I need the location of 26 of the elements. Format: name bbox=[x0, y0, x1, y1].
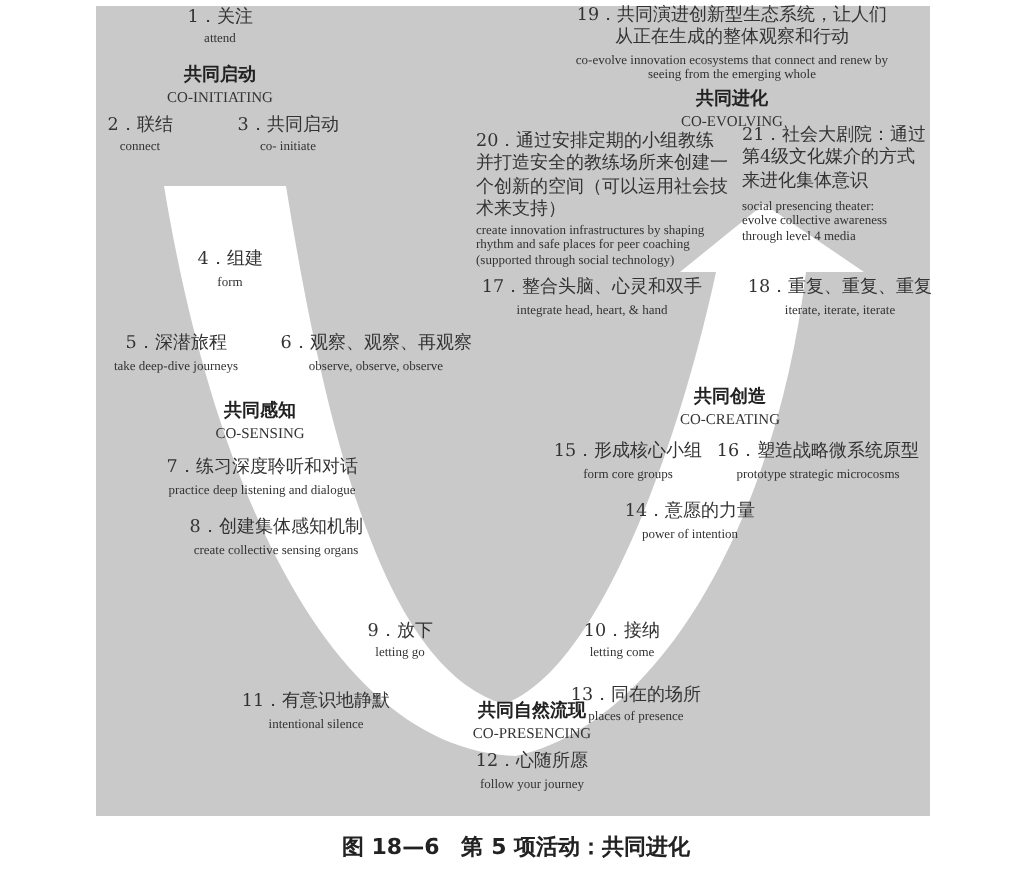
step-label: 7．练习深度聆听和对话 bbox=[166, 458, 358, 481]
step-label: 20．通过安排定期的小组教练并打造安全的教练场所来创建一个创新的空间（可以运用社会技术来支持） bbox=[476, 132, 730, 224]
stage-heading: 共同创造 bbox=[694, 388, 766, 409]
step-label: 4．组建 bbox=[197, 250, 263, 273]
figure-caption: 图 18—6 第 5 项活动：共同进化 bbox=[341, 832, 691, 862]
step-label: 14．意愿的力量 bbox=[624, 502, 756, 525]
step-label: 17．整合头脑、心灵和双手 bbox=[481, 278, 703, 301]
step-label: 9．放下 bbox=[367, 622, 433, 645]
step-label: 3．共同启动 bbox=[237, 116, 339, 139]
step-label: 11．有意识地静默 bbox=[241, 692, 391, 715]
step-label: 16．塑造战略微系统原型 bbox=[716, 442, 920, 465]
stage-heading: 共同感知 bbox=[224, 402, 296, 423]
step-label: 1．关注 bbox=[187, 8, 253, 31]
step-label: 12．心随所愿 bbox=[475, 752, 589, 775]
step-label: 19．共同演进创新型生态系统，让人们从正在生成的整体观察和行动 bbox=[574, 6, 890, 52]
step-label: 2．联结 bbox=[107, 116, 173, 139]
step-label: 8．创建集体感知机制 bbox=[189, 518, 363, 541]
stage-heading: 共同自然流现 bbox=[478, 702, 586, 723]
step-label: 6．观察、观察、再观察 bbox=[280, 334, 472, 357]
stage-heading: 共同进化 bbox=[696, 90, 768, 111]
step-label: 10．接纳 bbox=[583, 622, 661, 645]
step-label: 5．深潜旅程 bbox=[125, 334, 227, 357]
step-label: 15．形成核心小组 bbox=[553, 442, 703, 465]
step-label: 18．重复、重复、重复 bbox=[747, 278, 933, 301]
step-label: 21．社会大剧院：通过第4级文化媒介的方式来进化集体意识 bbox=[742, 126, 929, 195]
stage-heading: 共同启动 bbox=[184, 66, 256, 87]
